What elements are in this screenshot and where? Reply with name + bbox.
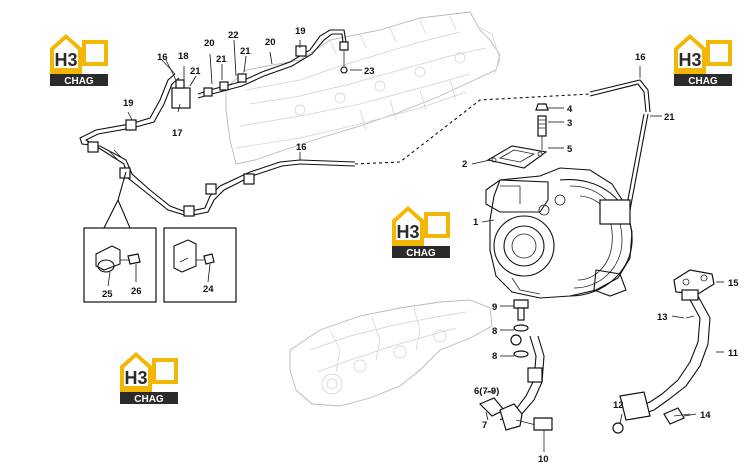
oil-feed-pipe-16 [79,73,651,217]
inset-pointer [103,171,131,229]
logo-word: CHAG [688,76,718,87]
pipe-clips [87,119,255,217]
callout-23: 23 [364,66,375,77]
callout-14: 14 [700,410,711,421]
callout-18: 18 [178,51,189,62]
callout-6: 6(7-9) [474,386,499,397]
callout-21d: 21 [664,112,675,123]
callout-21b: 21 [216,54,227,65]
banjo-bolt-9-washers-8 [513,299,529,358]
oil-return-pipe-11 [612,269,715,434]
stud-nut-3-4 [535,103,549,150]
callout-12: 12 [613,400,624,411]
callout-16c: 16 [635,52,646,63]
gasket-2 [486,145,548,169]
callout-7: 7 [482,420,487,431]
callout-19a: 19 [295,26,306,37]
callout-11: 11 [728,348,739,359]
callout-24: 24 [203,284,214,295]
callout-labels: 16 18 20 22 20 19 21 21 21 23 19 17 16 1… [102,26,739,465]
detail-inset-right [163,227,237,303]
callout-20a: 20 [204,38,215,49]
callout-5: 5 [567,144,573,155]
callout-8b: 8 [492,351,497,362]
callout-26: 26 [131,286,142,297]
callout-15: 15 [728,278,739,289]
callout-17: 17 [172,128,183,139]
callout-16a: 16 [157,52,168,63]
logo-word: CHAG [64,76,94,87]
callout-4: 4 [567,104,573,115]
leader-lines [107,39,724,452]
callout-1: 1 [473,217,479,228]
callout-21c: 21 [240,46,251,57]
fuel-line-20 [161,29,349,109]
logo-word: CHAG [134,394,164,405]
logo-center: CHAG [392,206,450,259]
logo-word: CHAG [406,248,436,259]
detail-inset-left [83,227,157,303]
turbocharger-assembly [485,167,633,299]
callout-20b: 20 [265,37,276,48]
callout-10: 10 [538,454,549,465]
callout-2: 2 [462,159,467,170]
callout-21a: 21 [190,66,201,77]
logo-bottom-left: CHAG [120,352,178,405]
callout-9: 9 [492,302,497,313]
engine-block-outline [225,11,501,165]
callout-13: 13 [657,312,668,323]
logo-top-right: CHAG [674,34,732,87]
callout-8a: 8 [492,326,497,337]
oil-feed-pipe-6 [478,334,553,448]
callout-25: 25 [102,289,113,300]
callout-3: 3 [567,118,572,129]
callout-19b: 19 [123,98,134,109]
exhaust-manifold-outline [289,299,493,407]
logo-top-left: CHAG [50,34,108,87]
callout-16b: 16 [296,142,307,153]
callout-22: 22 [228,30,239,41]
